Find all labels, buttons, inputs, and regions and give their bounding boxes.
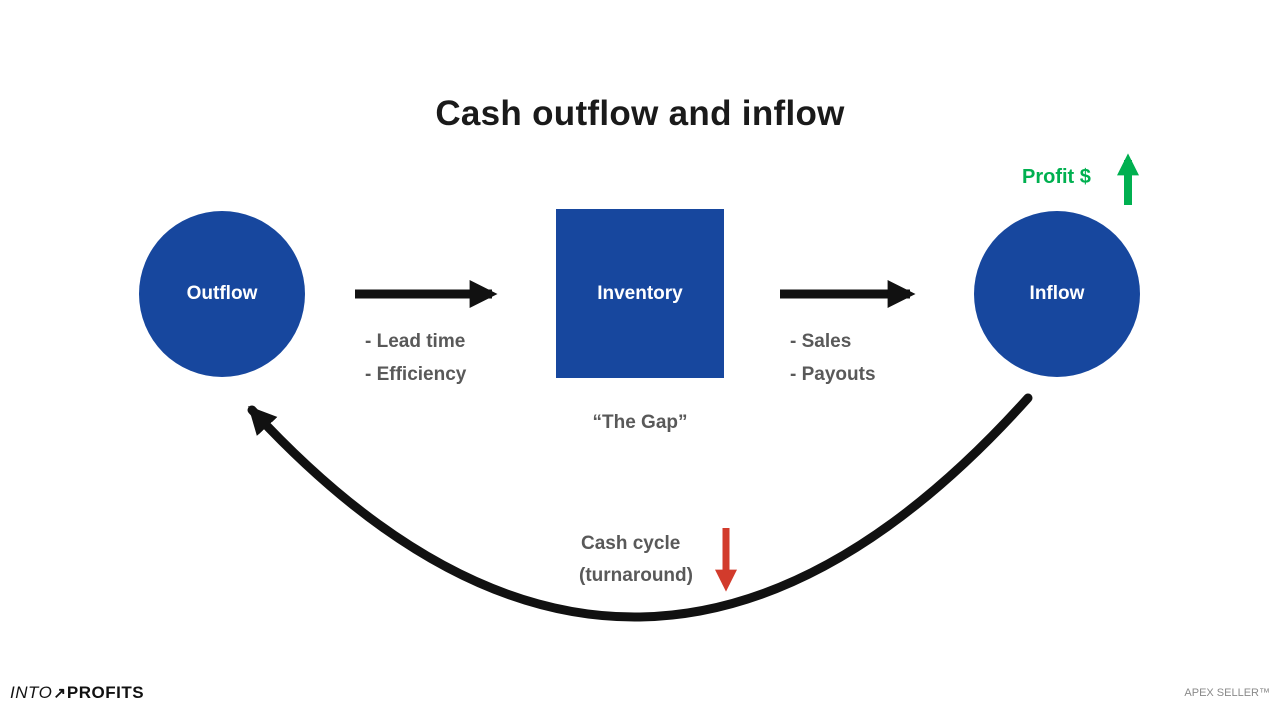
cash-cycle-label-line2: (turnaround) [579, 565, 693, 586]
inflow-label: Inflow [1029, 283, 1085, 304]
profit-label: Profit $ [1022, 166, 1091, 188]
outflow-node: Outflow [139, 211, 305, 377]
gap-label: “The Gap” [592, 412, 688, 433]
cash-cycle-curve-arrow [247, 393, 1033, 622]
logo-profits-text: PROFITS [66, 683, 145, 702]
logo-into-text: INTO [10, 683, 53, 702]
page-title: Cash outflow and inflow [435, 94, 845, 133]
outflow-label: Outflow [186, 283, 258, 304]
into-profits-logo: INTO↗PROFITS [10, 683, 144, 703]
payouts-label: - Payouts [790, 364, 876, 385]
efficiency-label: - Efficiency [365, 364, 467, 385]
inflow-node: Inflow [974, 211, 1140, 377]
lead-time-label: - Lead time [365, 331, 466, 352]
cash-cycle-label-line1: Cash cycle [581, 533, 681, 554]
apex-seller-trademark: APEX SELLER™ [1184, 687, 1270, 699]
inventory-label: Inventory [597, 282, 683, 304]
inventory-node: Inventory [556, 209, 724, 378]
sales-label: - Sales [790, 331, 852, 352]
logo-arrow-icon: ↗ [53, 685, 66, 702]
